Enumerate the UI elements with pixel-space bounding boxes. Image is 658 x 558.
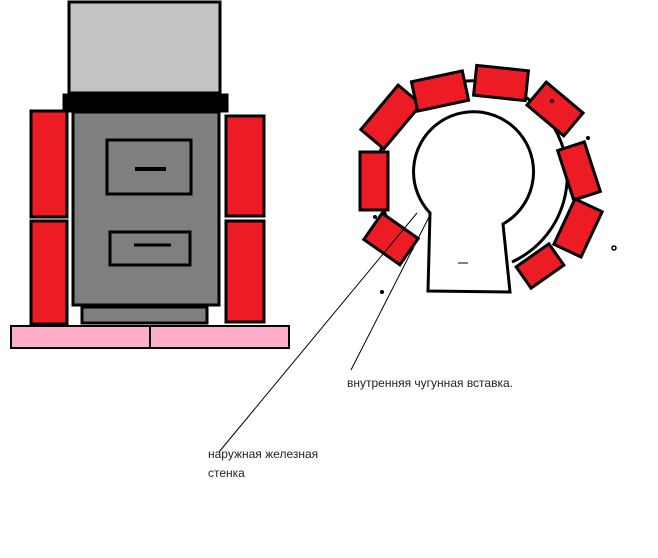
label-outer-iron-wall: наружная железная стенка bbox=[208, 445, 318, 483]
ring-brick bbox=[361, 211, 421, 267]
brick-right-top bbox=[224, 114, 266, 218]
stove-top-view bbox=[358, 63, 617, 294]
brick-dot bbox=[586, 136, 590, 140]
ring-brick bbox=[471, 63, 531, 103]
ring-brick bbox=[409, 69, 471, 113]
brick-left-top bbox=[29, 109, 69, 219]
stray-ring-mark bbox=[611, 245, 617, 251]
label-outer-line1: наружная железная bbox=[208, 447, 319, 461]
brick-dot bbox=[373, 215, 377, 219]
stove-plinth bbox=[80, 305, 209, 325]
label-outer-line2: стенка bbox=[208, 466, 245, 480]
stove-lower-door bbox=[108, 230, 192, 267]
ring-brick bbox=[358, 150, 390, 212]
ring-brick bbox=[514, 241, 566, 291]
brick-dot bbox=[380, 290, 384, 294]
ring-brick bbox=[358, 83, 424, 151]
leader-lines bbox=[218, 212, 431, 453]
ring-brick bbox=[555, 140, 603, 202]
brick-right-bottom bbox=[224, 219, 266, 324]
inner-cast-iron-insert bbox=[412, 110, 536, 294]
ring-brick bbox=[551, 197, 605, 259]
brick-ring bbox=[358, 63, 605, 291]
brick-left-bottom bbox=[29, 219, 69, 326]
stove-black-band bbox=[62, 93, 229, 113]
stove-side-view bbox=[10, 0, 290, 349]
label-inner-cast-iron-insert: внутренняя чугунная вставка. bbox=[347, 376, 513, 390]
leader-outer-wall bbox=[218, 212, 418, 453]
leader-inner-insert bbox=[350, 214, 431, 371]
brick-dot bbox=[550, 99, 554, 103]
ring-brick bbox=[524, 79, 586, 139]
stove-top-box bbox=[67, 0, 222, 95]
base-slab-left bbox=[10, 325, 151, 349]
base-slab-right bbox=[149, 325, 290, 349]
